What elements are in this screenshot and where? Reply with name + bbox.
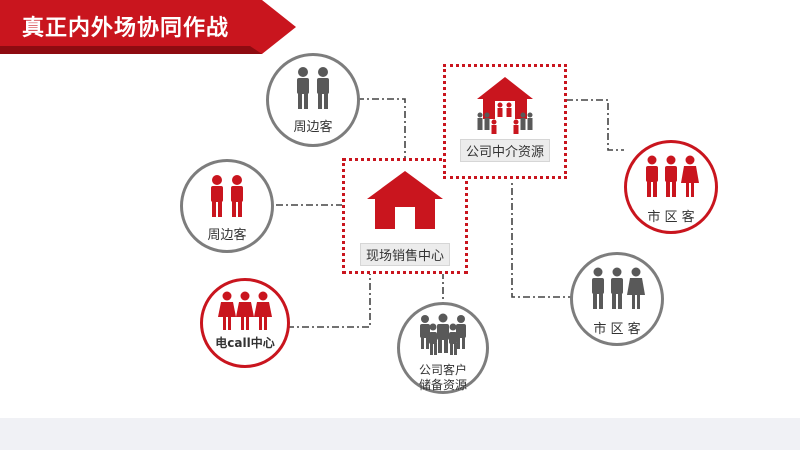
house-people-icon (446, 75, 564, 139)
node-right-bottom: 市 区 客 (570, 252, 664, 346)
people-gray-icon (269, 66, 357, 114)
node-top-left: 周边客 (266, 53, 360, 147)
people-gray-icon (573, 267, 661, 317)
node-label: 电call中心 (215, 336, 275, 350)
node-label: 储备资源 (418, 378, 467, 392)
node-label: 周边客 (293, 120, 333, 135)
node-right-top: 市 区 客 (624, 140, 718, 234)
node-label: 市 区 客 (593, 322, 641, 337)
node-label: 周边客 (207, 228, 247, 243)
people-red-icon (627, 155, 715, 205)
title-banner: 真正内外场协同作战 (0, 0, 300, 54)
node-label: 公司客户 (418, 363, 467, 377)
banner-shape (0, 0, 296, 54)
box-label: 现场销售中心 (359, 243, 451, 266)
people-red-icon (183, 174, 271, 222)
page-title: 真正内外场协同作战 (22, 16, 230, 41)
women-red-icon (203, 291, 287, 335)
node-mid-left: 周边客 (180, 159, 274, 253)
bottom-band (0, 418, 800, 450)
box-label: 公司中介资源 (459, 139, 551, 162)
node-bottom-left: 电call中心 (200, 278, 290, 368)
house-icon (345, 169, 465, 235)
node-label: 市 区 客 (647, 210, 695, 225)
node-bottom-center: 公司客户 储备资源 (397, 302, 489, 394)
crowd-gray-icon (400, 313, 486, 363)
agency-box: 公司中介资源 (443, 64, 567, 179)
